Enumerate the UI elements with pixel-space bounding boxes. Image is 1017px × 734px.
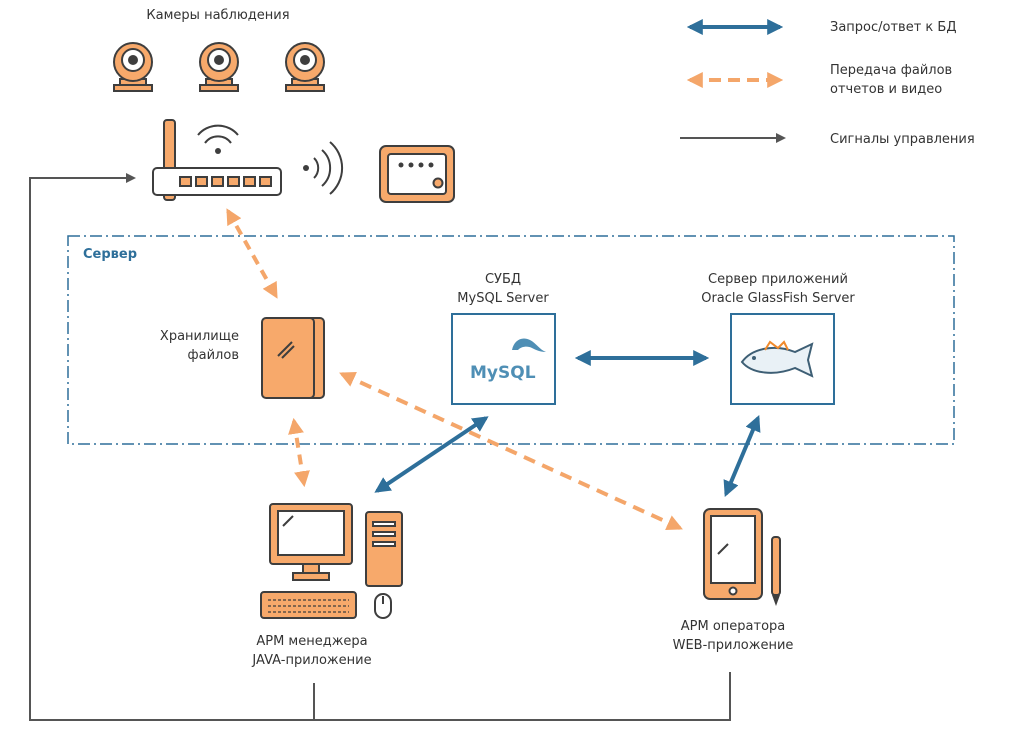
camera-icon — [285, 42, 325, 92]
desktop-computer-icon — [260, 503, 403, 619]
db-link-mysql-manager — [374, 416, 489, 493]
stylus-icon — [771, 536, 781, 606]
wifi-icon — [197, 124, 239, 154]
legend-db-label: Запрос/ответ к БД — [830, 20, 956, 35]
legend-file-label-1: Передача файлов — [830, 63, 952, 78]
mysql-logo-text: MySQL — [470, 363, 536, 383]
wireless-signal-icon — [303, 141, 344, 195]
cameras-label: Камеры наблюдения — [146, 8, 289, 23]
app-server-label-1: Сервер приложений — [708, 272, 848, 287]
operator-label-1: АРМ оператора — [681, 619, 786, 634]
camera-icon — [113, 42, 153, 92]
router-icon — [152, 119, 282, 201]
file-link-storage-operator — [339, 372, 683, 530]
legend-file-label-2: отчетов и видео — [830, 82, 942, 97]
dvr-icon — [379, 145, 455, 203]
legend: Запрос/ответ к БД Передача файлов отчето… — [680, 19, 975, 147]
tablet-icon — [703, 508, 763, 600]
manager-label-2: JAVA-приложение — [251, 653, 371, 668]
control-line-operator — [314, 672, 731, 721]
camera-icon — [199, 42, 239, 92]
storage-label-1: Хранилище — [160, 329, 239, 344]
glassfish-logo — [740, 340, 814, 378]
server-label: Сервер — [83, 247, 137, 262]
file-link-router-storage — [226, 208, 278, 299]
legend-control-label: Сигналы управления — [830, 132, 975, 147]
server-boundary — [67, 235, 955, 445]
storage-icon — [261, 317, 325, 399]
db-link-appserver-operator — [723, 415, 761, 497]
control-line-manager — [29, 173, 315, 721]
manager-label-1: АРМ менеджера — [256, 634, 367, 649]
app-server-label-2: Oracle GlassFish Server — [701, 291, 855, 306]
operator-label-2: WEB-приложение — [673, 638, 794, 653]
storage-label-2: файлов — [188, 348, 239, 363]
file-link-storage-manager — [288, 417, 310, 488]
dbms-box — [451, 313, 556, 405]
dbms-label-2: MySQL Server — [457, 291, 549, 306]
dbms-label-1: СУБД — [485, 272, 521, 287]
